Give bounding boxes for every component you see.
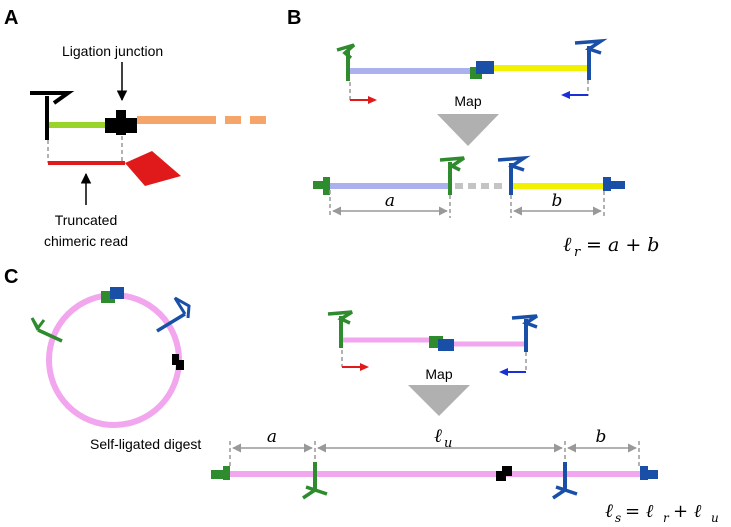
green-cut-site-mapped: [439, 156, 465, 195]
truncated-read-arrow: [48, 151, 181, 186]
seg-u-label-c: ℓ u: [434, 425, 452, 451]
self-ligated-digest-label: Self-ligated digest: [90, 436, 201, 452]
blue-cut-site-top: [574, 38, 608, 80]
svg-text:+ ℓ: + ℓ: [673, 501, 702, 522]
equation-b: ℓ r = a + b: [563, 232, 659, 260]
reverse-read-blue: [561, 91, 588, 99]
equation-c: ℓ s = ℓ r + ℓ u: [605, 500, 719, 525]
reverse-read-blue-c: [499, 368, 526, 376]
svg-text:ℓ: ℓ: [563, 232, 572, 256]
blue-cut-site-c-mapped: [552, 462, 578, 500]
black-site-c-mapped: [496, 466, 512, 481]
green-cut-site-top: [336, 43, 356, 81]
svg-text:u: u: [711, 511, 719, 525]
ligation-junction-green-blue: [470, 61, 494, 79]
green-cut-site-c-mapped: [302, 462, 328, 500]
seg-a-label-b: a: [385, 191, 395, 211]
black-site-on-circle: [172, 354, 184, 370]
seg-a-label-c: a: [267, 427, 277, 447]
panel-c: C Self-ligated digest: [4, 266, 719, 525]
forward-read-red: [350, 96, 377, 104]
map-label-b: Map: [454, 93, 481, 109]
svg-text:ℓ: ℓ: [434, 425, 442, 447]
svg-text:= ℓ: = ℓ: [625, 501, 654, 522]
panel-c-letter: C: [4, 266, 18, 288]
ligation-junction-label: Ligation junction: [62, 43, 163, 59]
green-site-on-circle: [30, 317, 63, 343]
green-site-mapped-left: [313, 181, 329, 189]
panel-a: A Ligation junction Truncated chimeric r…: [4, 7, 268, 249]
black-cut-site-left: [30, 91, 75, 140]
map-label-c: Map: [425, 366, 452, 382]
read-label-line1: Truncated: [55, 212, 118, 228]
read-label-line2: chimeric read: [44, 233, 128, 249]
map-arrow-b: [437, 114, 499, 146]
svg-text:r: r: [574, 245, 581, 260]
green-cut-site-c-top: [327, 310, 353, 348]
seg-b-label-b: b: [552, 191, 563, 211]
panel-a-letter: A: [4, 7, 18, 29]
ligation-junction-c: [429, 336, 454, 351]
svg-text:= a + b: = a + b: [586, 234, 659, 256]
self-ligated-circle: [46, 292, 182, 428]
map-arrow-c: [408, 385, 470, 416]
svg-text:ℓ: ℓ: [605, 500, 613, 522]
seg-b-label-c: b: [596, 427, 607, 447]
panel-b: B Map: [287, 7, 659, 260]
panel-b-letter: B: [287, 7, 301, 29]
junction-on-circle: [101, 287, 124, 303]
forward-read-red-c: [342, 363, 369, 371]
ligation-junction-block: [105, 110, 137, 135]
svg-text:r: r: [663, 511, 670, 525]
svg-text:u: u: [444, 436, 452, 451]
blue-site-on-circle: [156, 296, 191, 333]
green-site-c-mapped-left: [211, 470, 228, 479]
blue-cut-site-c-top: [511, 314, 538, 352]
blue-cut-site-mapped: [497, 155, 531, 195]
svg-text:s: s: [615, 511, 621, 525]
